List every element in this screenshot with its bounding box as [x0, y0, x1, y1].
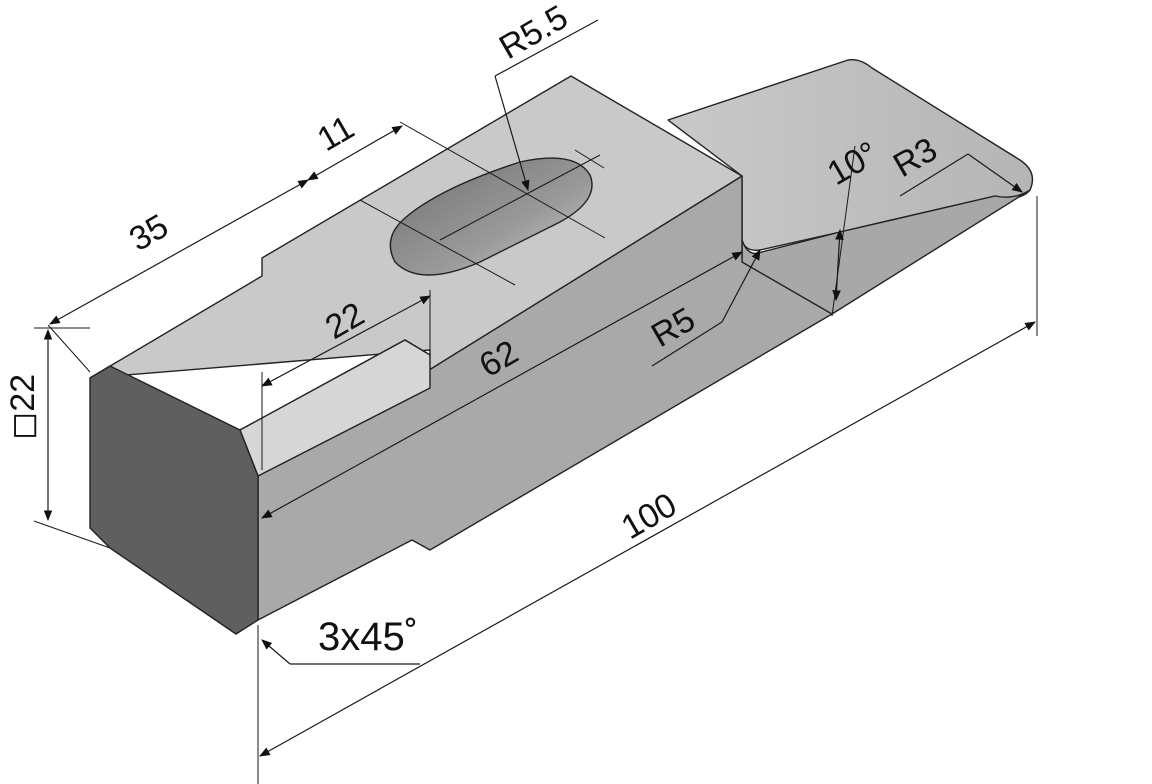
dim-100-label: 100 [615, 486, 683, 547]
dim-chamfer-label: 3x45˚ [318, 615, 418, 659]
dim-11-label: 11 [311, 108, 361, 159]
dimension-lines [33, 19, 1038, 784]
dim-35-label: 35 [123, 207, 175, 259]
dim-r55-label: R5.5 [493, 0, 574, 67]
end-face [89, 365, 259, 635]
part-body [89, 58, 1034, 635]
dim-square22-label: ◻22 [4, 374, 42, 440]
